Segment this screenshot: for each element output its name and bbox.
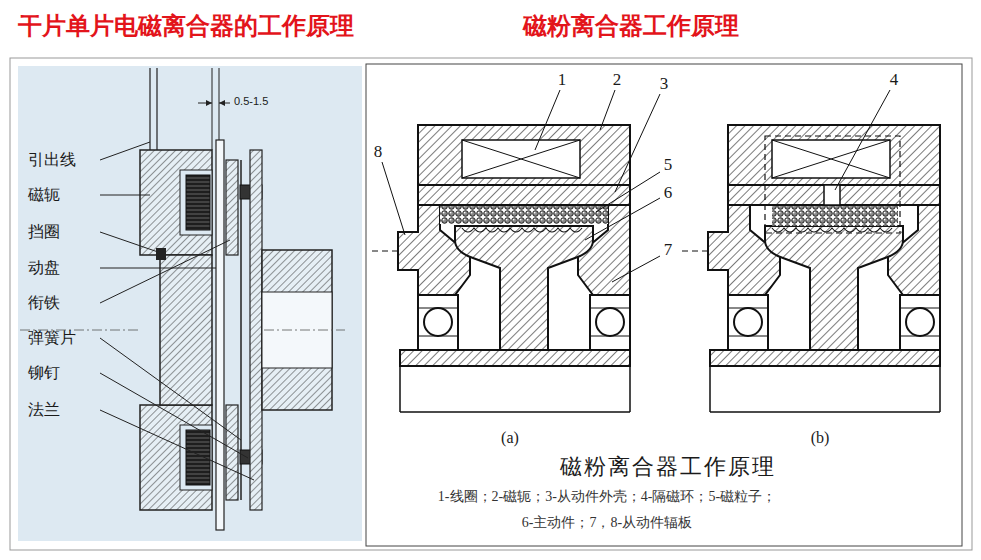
particles-a: [440, 206, 608, 224]
callout-number: 8: [374, 142, 383, 162]
callout-number: 6: [664, 183, 673, 203]
leader-lines: [100, 142, 254, 480]
legend-note: 1-线圈；2-磁轭；3-从动件外壳；4-隔磁环；5-磁粒子；: [438, 489, 776, 505]
callout-number: 7: [664, 240, 673, 260]
figure-heading: 干片单片电磁离合器的工作原理: [18, 12, 354, 40]
part-label: 引出线: [28, 151, 76, 169]
figure-heading: 磁粉离合器工作原理: [523, 12, 739, 40]
callout-number: 1: [558, 70, 567, 90]
subfigure-label: (a): [501, 429, 519, 447]
flux-path: [765, 136, 900, 233]
part-label: 衔铁: [28, 294, 60, 312]
leader-lines: [382, 90, 890, 282]
powder-clutch-b: [682, 125, 940, 412]
dimension-label: 0.5-1.5: [234, 95, 268, 108]
particles-b: [772, 206, 898, 226]
em-clutch-section: [20, 68, 345, 530]
part-label: 磁轭: [28, 186, 60, 204]
callout-number: 2: [613, 70, 622, 90]
callout-number: 5: [664, 155, 673, 175]
figure-caption: 磁粉离合器工作原理: [560, 454, 776, 479]
part-label: 铆钉: [28, 364, 60, 382]
part-label: 挡圈: [28, 223, 60, 241]
subfigure-label: (b): [811, 429, 830, 447]
callout-number: 4: [890, 70, 899, 90]
callout-number: 3: [660, 74, 669, 94]
powder-clutch-a: [372, 125, 630, 412]
legend-note: 6-主动件；7，8-从动件辐板: [522, 515, 692, 531]
part-label: 动盘: [28, 259, 60, 277]
part-label: 法兰: [28, 401, 60, 419]
isolation-ring: [824, 185, 840, 205]
part-label: 弹簧片: [28, 329, 76, 347]
